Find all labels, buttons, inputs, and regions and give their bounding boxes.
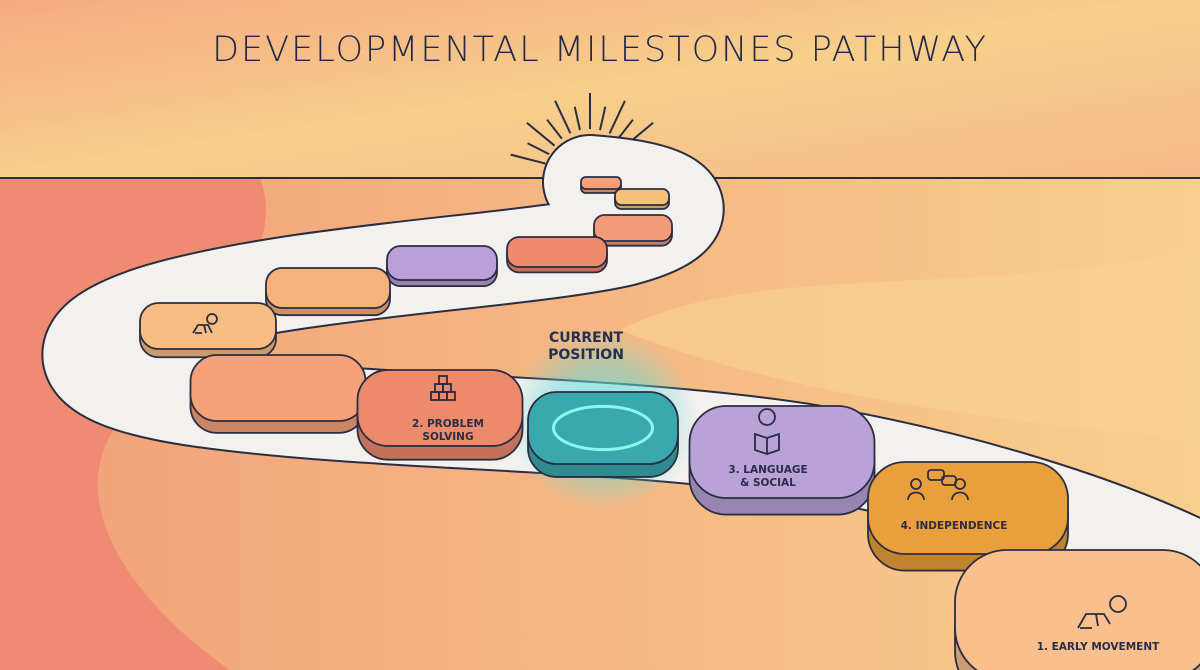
stepping-stone (506, 236, 608, 274)
page-title: DEVELOPMENTAL MILESTONES PATHWAY (212, 30, 988, 70)
sun-ray (608, 100, 626, 134)
milestone-4-label: 4. INDEPENDENCE (900, 520, 1008, 532)
sun-ray (526, 121, 556, 147)
stepping-stone (580, 176, 622, 194)
current-line1: CURRENT (548, 330, 624, 346)
milestone-3-stone (688, 405, 876, 516)
child-reading-icon (754, 408, 780, 455)
stepping-stone (265, 267, 391, 317)
milestone-2-line1: 2. PROBLEM (412, 418, 484, 430)
milestone-2-label: 2. PROBLEM SOLVING (412, 418, 484, 444)
sun-ray (546, 119, 563, 140)
crawling-baby-icon (1077, 595, 1127, 629)
sun-ray (510, 153, 546, 165)
sun-ray (599, 106, 607, 131)
milestone-2-stone (356, 369, 524, 461)
current-position-label: CURRENT POSITION (548, 330, 624, 364)
current-line2: POSITION (548, 347, 624, 363)
milestone-2-line2: SOLVING (422, 431, 474, 443)
milestone-1-label: 1. EARLY MOVEMENT (1036, 641, 1160, 653)
milestone-3-line2: & SOCIAL (740, 477, 796, 489)
milestone-3-label: 3. LANGUAGE & SOCIAL (728, 464, 807, 490)
sun-ray (554, 100, 572, 134)
milestone-3-line1: 3. LANGUAGE (728, 464, 808, 476)
stepping-stone (189, 354, 367, 434)
stepping-stone (139, 302, 277, 359)
stepping-stone (386, 245, 498, 288)
people-talking-icon (907, 469, 969, 501)
glow-ring (552, 404, 654, 452)
milestone-4-stone (867, 461, 1069, 572)
sun-ray (527, 142, 550, 156)
stepping-stone (593, 214, 673, 247)
sun-ray (617, 119, 634, 140)
sun-ray (573, 106, 581, 131)
crawling-baby-icon (192, 313, 218, 334)
stepping-stone (614, 188, 670, 210)
current-position-stone (527, 391, 679, 478)
stacked-blocks-icon (430, 375, 456, 401)
right-dune (620, 250, 1200, 440)
milestone-1-stone (954, 549, 1200, 670)
